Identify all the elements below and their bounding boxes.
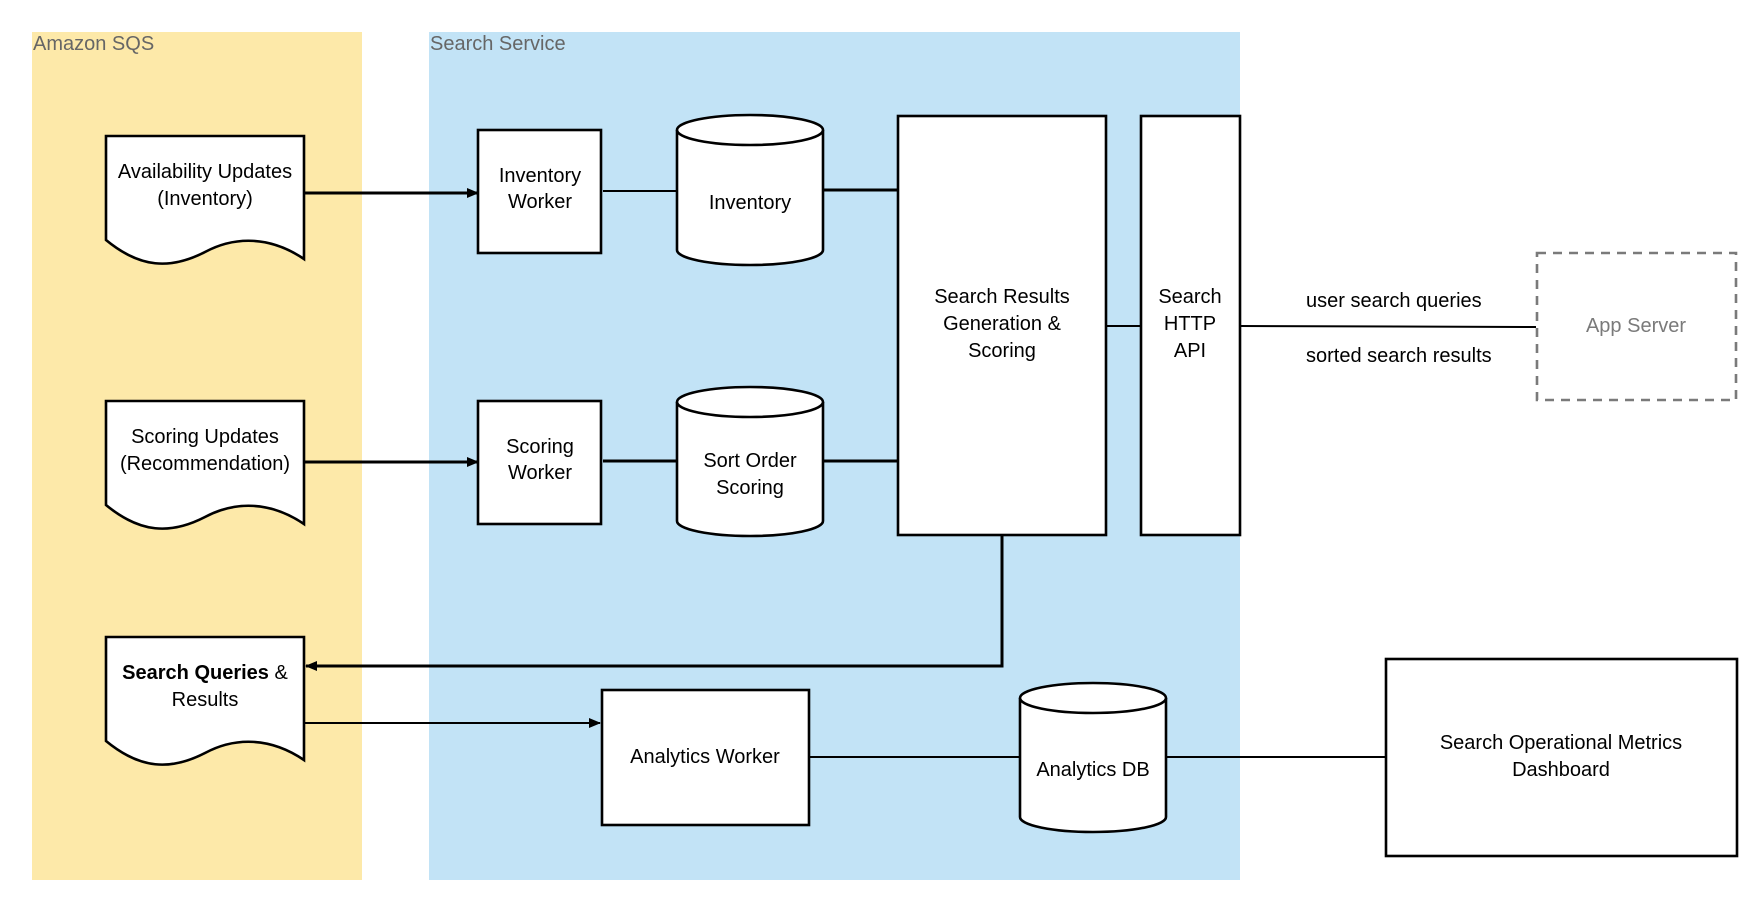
queue-scoring-shape: [104, 399, 306, 530]
queue-scoring-line1: Scoring Updates: [131, 426, 279, 448]
inventory-worker-line2: Worker: [508, 191, 572, 213]
search-api-box: [1139, 114, 1242, 537]
scoring-worker-line1: Scoring: [506, 436, 574, 458]
queue-scoring-line2: (Recommendation): [120, 453, 290, 475]
arrow-results-to-search-queries: [305, 535, 1004, 671]
sort-order-db-body: [675, 402, 825, 538]
inventory-db-body: [675, 130, 825, 267]
scoring-worker-line2: Worker: [508, 462, 572, 484]
sort-order-db-line1: Sort Order: [703, 450, 797, 472]
metrics-dashboard-line2: Dashboard: [1512, 759, 1610, 781]
search-api-line1: Search: [1158, 286, 1221, 308]
inventory-worker: Inventory Worker: [476, 128, 603, 255]
app-server-label: App Server: [1586, 315, 1686, 337]
search-results-line3: Scoring: [968, 340, 1036, 362]
sort-order-db-line2: Scoring: [716, 477, 784, 499]
queue-search-queries-results: Search Queries & Results: [104, 635, 306, 766]
scoring-worker-box: [476, 399, 603, 526]
queue-search-queries-line1: Search Queries &: [122, 662, 288, 684]
queue-availability-line2: (Inventory): [157, 188, 253, 210]
search-results-line2: Generation &: [943, 313, 1062, 335]
metrics-dashboard-box: [1384, 657, 1739, 858]
inventory-db-top: [675, 113, 825, 147]
queue-search-queries-amp: &: [269, 662, 289, 684]
edge-label-user-search-queries: user search queries: [1306, 290, 1482, 312]
analytics-worker: Analytics Worker: [600, 688, 811, 827]
inventory-worker-box: [476, 128, 603, 255]
search-results-line1: Search Results: [934, 286, 1070, 308]
search-http-api: Search HTTP API: [1139, 114, 1242, 537]
queue-search-queries-shape: [104, 635, 306, 766]
queue-availability-shape: [104, 134, 306, 265]
sort-order-db-top: [675, 385, 825, 419]
sort-order-db: Sort Order Scoring: [675, 385, 825, 538]
queue-availability-updates: Availability Updates (Inventory): [104, 134, 306, 265]
connectors: [304, 188, 1537, 758]
search-api-line3: API: [1174, 340, 1206, 362]
analytics-worker-box: [600, 688, 811, 827]
search-results-service: Search Results Generation & Scoring: [896, 114, 1108, 537]
inventory-db-label: Inventory: [709, 192, 791, 214]
inventory-db: Inventory: [675, 113, 825, 267]
lane-sqs-label: Amazon SQS: [33, 33, 154, 55]
edge-label-sorted-search-results: sorted search results: [1306, 345, 1492, 367]
queue-search-queries-line2: Results: [172, 689, 239, 711]
analytics-db: Analytics DB: [1018, 681, 1168, 834]
line-api-to-app-server: [1239, 325, 1537, 328]
scoring-worker: Scoring Worker: [476, 399, 603, 526]
analytics-worker-label: Analytics Worker: [630, 746, 780, 768]
metrics-dashboard-line1: Search Operational Metrics: [1440, 732, 1682, 754]
lane-service-label: Search Service: [430, 33, 566, 55]
analytics-db-label: Analytics DB: [1036, 759, 1149, 781]
app-server-box: [1535, 251, 1738, 402]
queue-scoring-updates: Scoring Updates (Recommendation): [104, 399, 306, 530]
search-results-box: [896, 114, 1108, 537]
queue-availability-line1: Availability Updates: [118, 161, 292, 183]
metrics-dashboard: Search Operational Metrics Dashboard: [1384, 657, 1739, 858]
search-api-line2: HTTP: [1164, 313, 1216, 335]
queue-search-queries-bold: Search Queries: [122, 662, 269, 684]
analytics-db-top: [1018, 681, 1168, 715]
analytics-db-body: [1018, 698, 1168, 834]
app-server: App Server: [1535, 251, 1738, 402]
inventory-worker-line1: Inventory: [499, 165, 581, 187]
